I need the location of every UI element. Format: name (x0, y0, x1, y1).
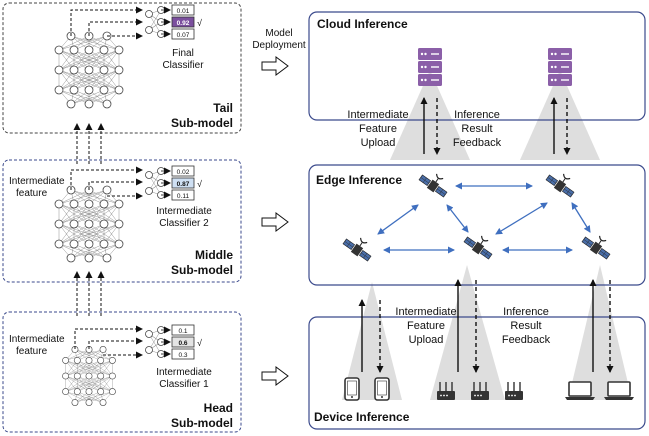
cloud-inference-title: Cloud Inference (317, 17, 408, 31)
classifier-2-label-1: Intermediate (156, 206, 212, 217)
head-title-1: Head (204, 401, 233, 415)
server-icon (418, 48, 442, 86)
middle-submodel-box (2, 159, 242, 283)
upper-upload-1: Intermediate (347, 109, 408, 121)
middle-title-1: Middle (195, 248, 233, 262)
laptop-icon (603, 381, 635, 401)
tail-output-0: 0.01 (177, 8, 190, 15)
tail-title-1: Tail (213, 101, 233, 115)
device-inference-title: Device Inference (314, 410, 410, 424)
middle-network-icon (54, 185, 124, 263)
classifier-2-label-2: Classifier 2 (159, 218, 209, 229)
middle-feature-label-2: feature (16, 188, 48, 199)
edge-inference-title: Edge Inference (316, 173, 402, 187)
cloud-deploy-arrow-icon (261, 56, 289, 76)
tail-check: √ (197, 18, 202, 28)
lower-upload-1: Intermediate (395, 306, 456, 318)
lower-upload-3: Upload (409, 334, 444, 346)
classifier-1-label-2: Classifier 1 (159, 379, 209, 390)
lower-feedback-1: Inference (503, 306, 549, 318)
classifier-1-label-1: Intermediate (156, 367, 212, 378)
edge-deploy-arrow-icon (261, 212, 289, 232)
satellite-icon (580, 228, 616, 262)
router-icon (470, 381, 490, 401)
satellite-icon (462, 228, 498, 262)
head-output-0: 0.1 (178, 328, 187, 335)
upper-feedback-3: Feedback (453, 137, 502, 149)
device-deploy-arrow-icon (261, 366, 289, 386)
deployment-label-1: Model (265, 28, 292, 39)
head-output-2: 0.3 (178, 352, 187, 359)
tail-output-1: 0.92 (177, 20, 190, 27)
middle-output-2: 0.11 (177, 193, 190, 200)
tail-output-2: 0.07 (177, 32, 190, 39)
cloud-inference-box (308, 11, 646, 121)
satellite-icon (417, 166, 453, 200)
upper-feedback-2: Result (461, 123, 492, 135)
final-classifier-label-1: Final (172, 48, 194, 59)
edge-inference-box (308, 164, 646, 286)
lower-feedback-2: Result (510, 320, 541, 332)
phone-icon (374, 377, 390, 401)
tail-network-icon (54, 31, 124, 109)
device-inference-box (308, 316, 646, 430)
middle-output-0: 0.02 (177, 169, 190, 176)
head-title-2: Sub-model (171, 416, 233, 430)
middle-output-1: 0.87 (177, 181, 190, 188)
upper-feedback-1: Inference (454, 109, 500, 121)
head-network-icon (62, 346, 116, 406)
head-feature-label-1: Intermediate (9, 334, 65, 345)
lower-upload-2: Feature (407, 320, 445, 332)
middle-feature-label-1: Intermediate (9, 176, 65, 187)
middle-title-2: Sub-model (171, 263, 233, 277)
head-output-1: 0.6 (178, 340, 187, 347)
lower-feedback-3: Feedback (502, 334, 551, 346)
upper-upload-3: Upload (361, 137, 396, 149)
head-feature-label-2: feature (16, 346, 48, 357)
satellite-icon (341, 230, 377, 264)
head-submodel-box (2, 311, 242, 433)
head-check: √ (197, 338, 202, 348)
phone-icon (344, 377, 360, 401)
middle-check: √ (197, 179, 202, 189)
server-icon (548, 48, 572, 86)
deployment-label-2: Deployment (252, 40, 306, 51)
final-classifier-label-2: Classifier (162, 60, 204, 71)
tail-title-2: Sub-model (171, 116, 233, 130)
satellite-icon (544, 166, 580, 200)
router-icon (504, 381, 524, 401)
tail-submodel-box (2, 2, 242, 134)
upper-upload-2: Feature (359, 123, 397, 135)
laptop-icon (564, 381, 596, 401)
beams (342, 70, 632, 400)
router-icon (436, 381, 456, 401)
